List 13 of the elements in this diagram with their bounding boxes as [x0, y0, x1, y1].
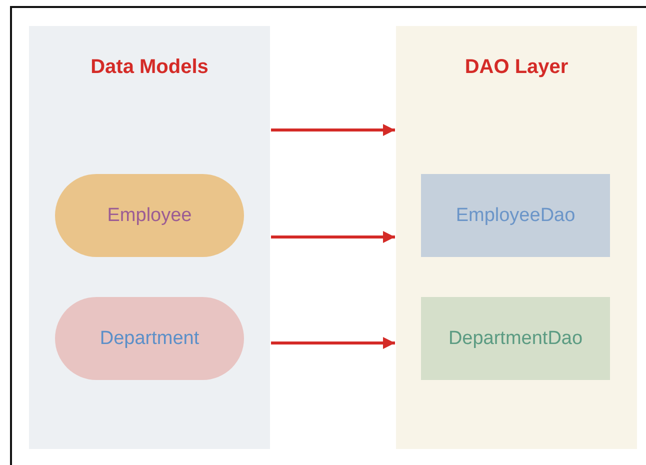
panel-heading: DAO Layer [464, 56, 570, 79]
arrow [271, 337, 395, 349]
arrow [271, 124, 395, 136]
node-label: Department [100, 328, 200, 350]
node-label: DepartmentDao [448, 328, 583, 350]
panel-heading: Data Models [90, 56, 210, 79]
group-panel [396, 26, 637, 449]
arrow [271, 231, 395, 243]
group-panel [29, 26, 270, 449]
dao-box [421, 297, 610, 380]
node-label: Employee [107, 204, 192, 226]
dao-box [421, 174, 610, 257]
node-label: EmployeeDao [456, 204, 576, 226]
